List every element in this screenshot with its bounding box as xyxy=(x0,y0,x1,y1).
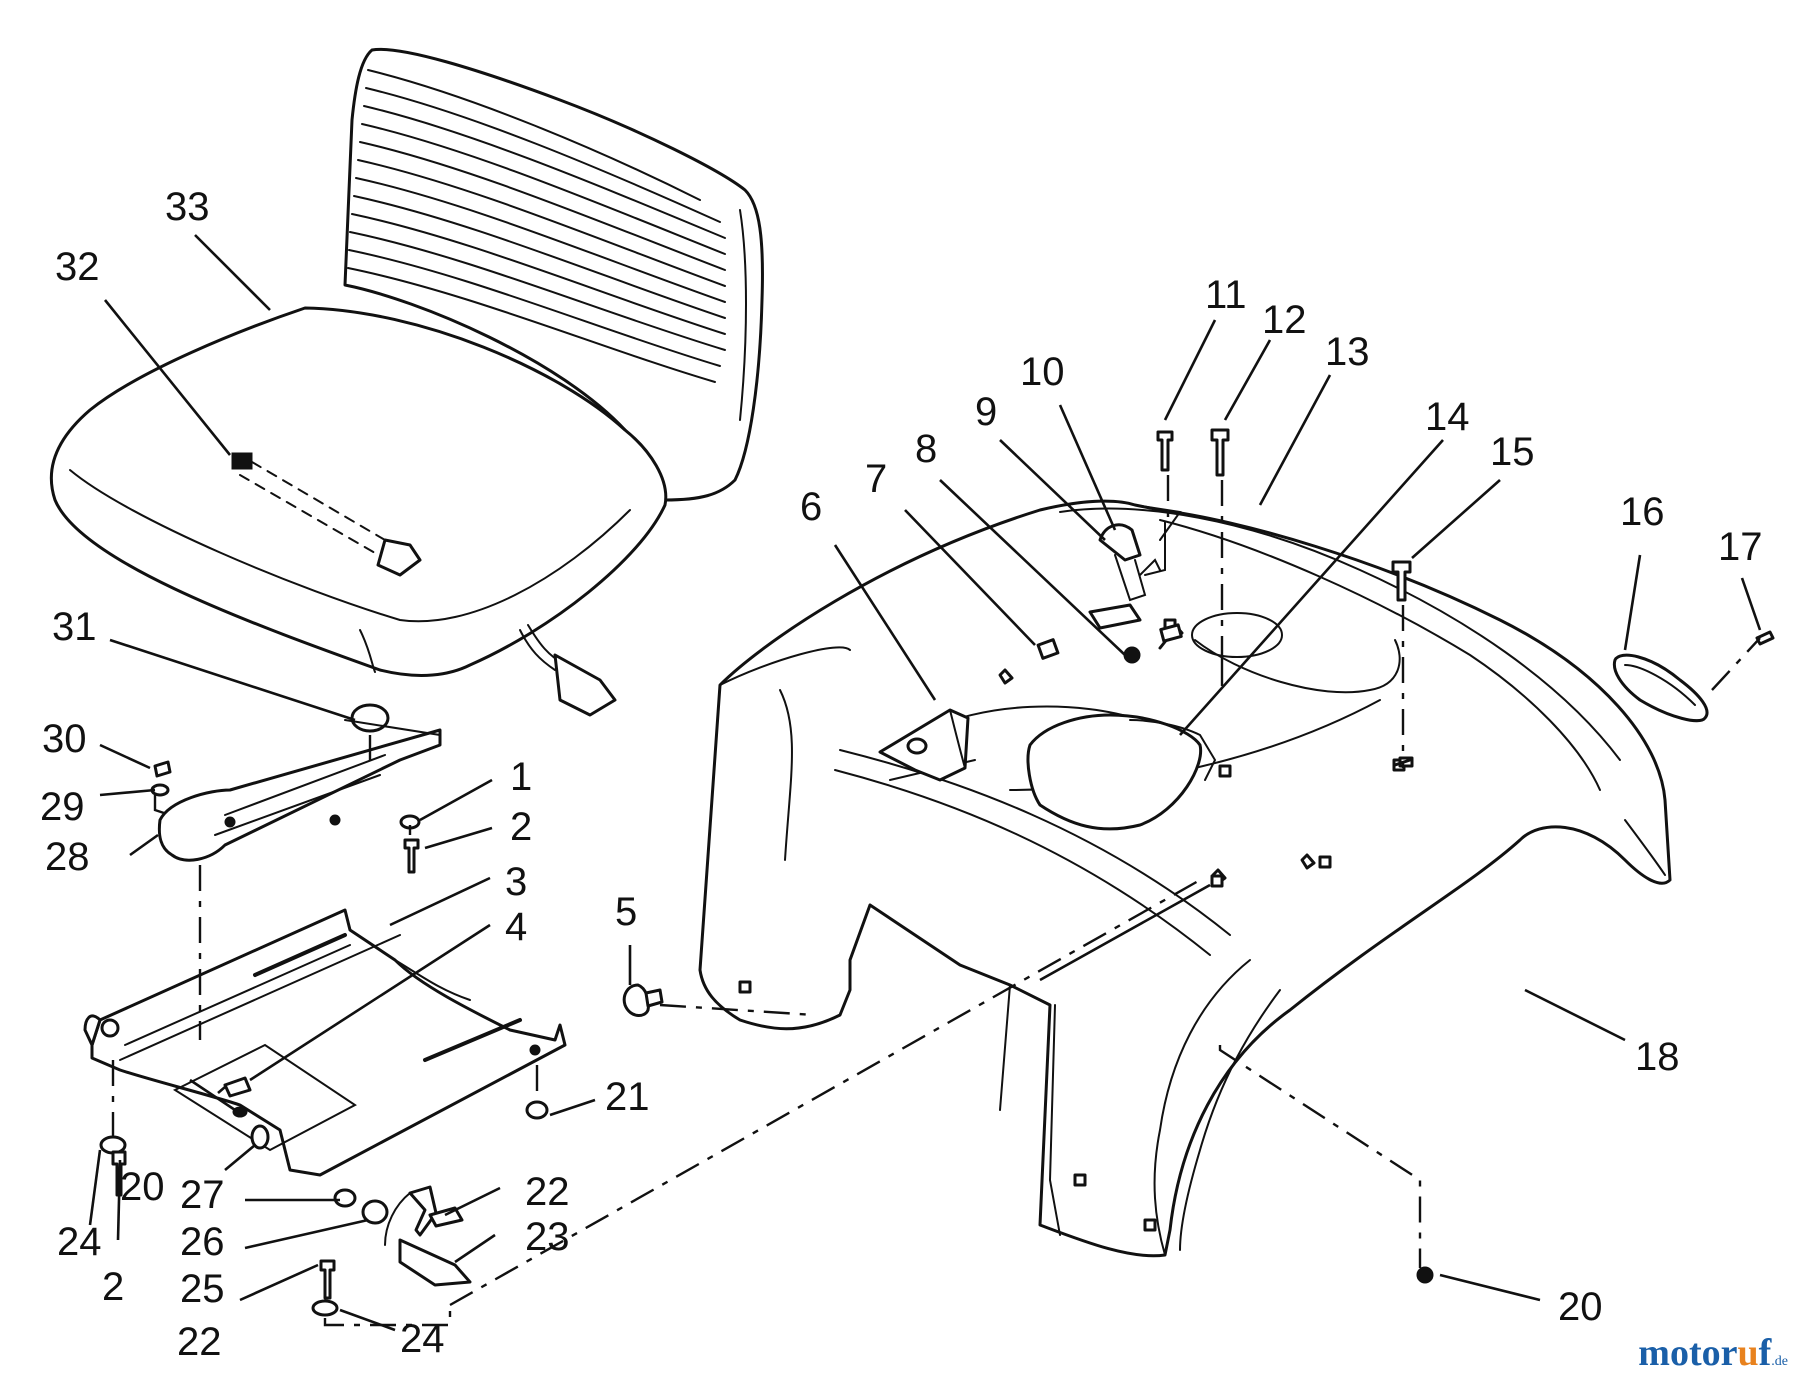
callout-9: 9 xyxy=(975,390,997,434)
callout-2: 2 xyxy=(510,805,532,849)
callout-25: 25 xyxy=(180,1267,225,1311)
rivet-17 xyxy=(1755,630,1775,646)
backrest-ribs xyxy=(347,69,747,421)
callout-33: 33 xyxy=(165,185,210,229)
callout-13: 13 xyxy=(1325,330,1370,374)
callout-numbers: 1 2 2 3 4 5 6 7 8 9 10 11 12 13 14 15 16… xyxy=(40,185,1763,1364)
washer-27 xyxy=(250,1124,270,1150)
seat-stud xyxy=(350,703,390,733)
callout-1: 1 xyxy=(510,755,532,799)
bolt-15 xyxy=(1391,560,1412,602)
watermark-logo: motoruf.de xyxy=(1638,1331,1788,1375)
rear-fender xyxy=(622,428,1775,1284)
bolt-5 xyxy=(622,983,650,1017)
washer-24-lower xyxy=(311,1299,339,1317)
callout-24: 24 xyxy=(400,1317,445,1361)
nut-22-right xyxy=(525,1100,549,1120)
watermark-end: f xyxy=(1758,1332,1772,1374)
callout-10: 10 xyxy=(1020,350,1065,394)
watermark-tld: .de xyxy=(1771,1354,1788,1369)
seat-hinge-bracket xyxy=(150,719,442,874)
callout-24: 24 xyxy=(57,1220,102,1264)
callout-14: 14 xyxy=(1425,395,1470,439)
callout-22: 22 xyxy=(525,1170,570,1214)
callout-7: 7 xyxy=(865,457,887,501)
callout-18: 18 xyxy=(1635,1035,1680,1079)
callout-17: 17 xyxy=(1718,525,1763,569)
callout-22: 22 xyxy=(177,1320,222,1364)
callout-6: 6 xyxy=(800,485,822,529)
watermark-accent: u xyxy=(1737,1332,1759,1374)
callout-32: 32 xyxy=(55,245,100,289)
callout-3: 3 xyxy=(505,860,527,904)
callout-23: 23 xyxy=(525,1215,570,1259)
callout-28: 28 xyxy=(45,835,90,879)
callout-5: 5 xyxy=(615,890,637,934)
callout-12: 12 xyxy=(1262,298,1307,342)
callout-20: 20 xyxy=(120,1165,165,1209)
watermark-main: motor xyxy=(1638,1332,1738,1374)
callout-20: 20 xyxy=(1558,1285,1603,1329)
callout-21: 21 xyxy=(605,1075,650,1119)
callout-16: 16 xyxy=(1620,490,1665,534)
seat-adjust-plate xyxy=(83,908,567,1177)
wire-connector xyxy=(553,653,617,717)
bolt-12 xyxy=(1210,428,1230,477)
callout-30: 30 xyxy=(42,717,87,761)
bushing-25 xyxy=(361,1199,389,1225)
callout-31: 31 xyxy=(52,605,97,649)
bolt-22-lower xyxy=(319,1259,336,1300)
nut-20-left xyxy=(232,1106,248,1118)
callout-11: 11 xyxy=(1205,273,1247,317)
seat-switch xyxy=(376,538,422,577)
bolt-22-mid xyxy=(428,1206,464,1228)
callout-27: 27 xyxy=(180,1173,225,1217)
nut-30 xyxy=(153,760,172,778)
washer-26 xyxy=(333,1188,357,1208)
bolt-11 xyxy=(1156,430,1174,472)
lever-4 xyxy=(223,1076,252,1098)
lever-9 xyxy=(1098,523,1142,562)
callout-4: 4 xyxy=(505,905,527,949)
callout-29: 29 xyxy=(40,785,85,829)
bracket-23 xyxy=(398,1238,472,1287)
reflector-16 xyxy=(1612,653,1709,723)
leader-lines xyxy=(88,234,1762,1332)
callout-15: 15 xyxy=(1490,430,1535,474)
nut-8 xyxy=(1123,646,1141,664)
bolt-2 xyxy=(403,838,420,874)
access-cover xyxy=(1026,713,1203,831)
seat xyxy=(49,47,764,733)
seat-switch-plunger xyxy=(231,452,253,470)
callout-26: 26 xyxy=(180,1220,225,1264)
assembly-lines xyxy=(111,475,1761,1327)
callout-8: 8 xyxy=(915,427,937,471)
nut-20-right xyxy=(1416,1266,1434,1284)
callout-2: 2 xyxy=(102,1265,124,1309)
